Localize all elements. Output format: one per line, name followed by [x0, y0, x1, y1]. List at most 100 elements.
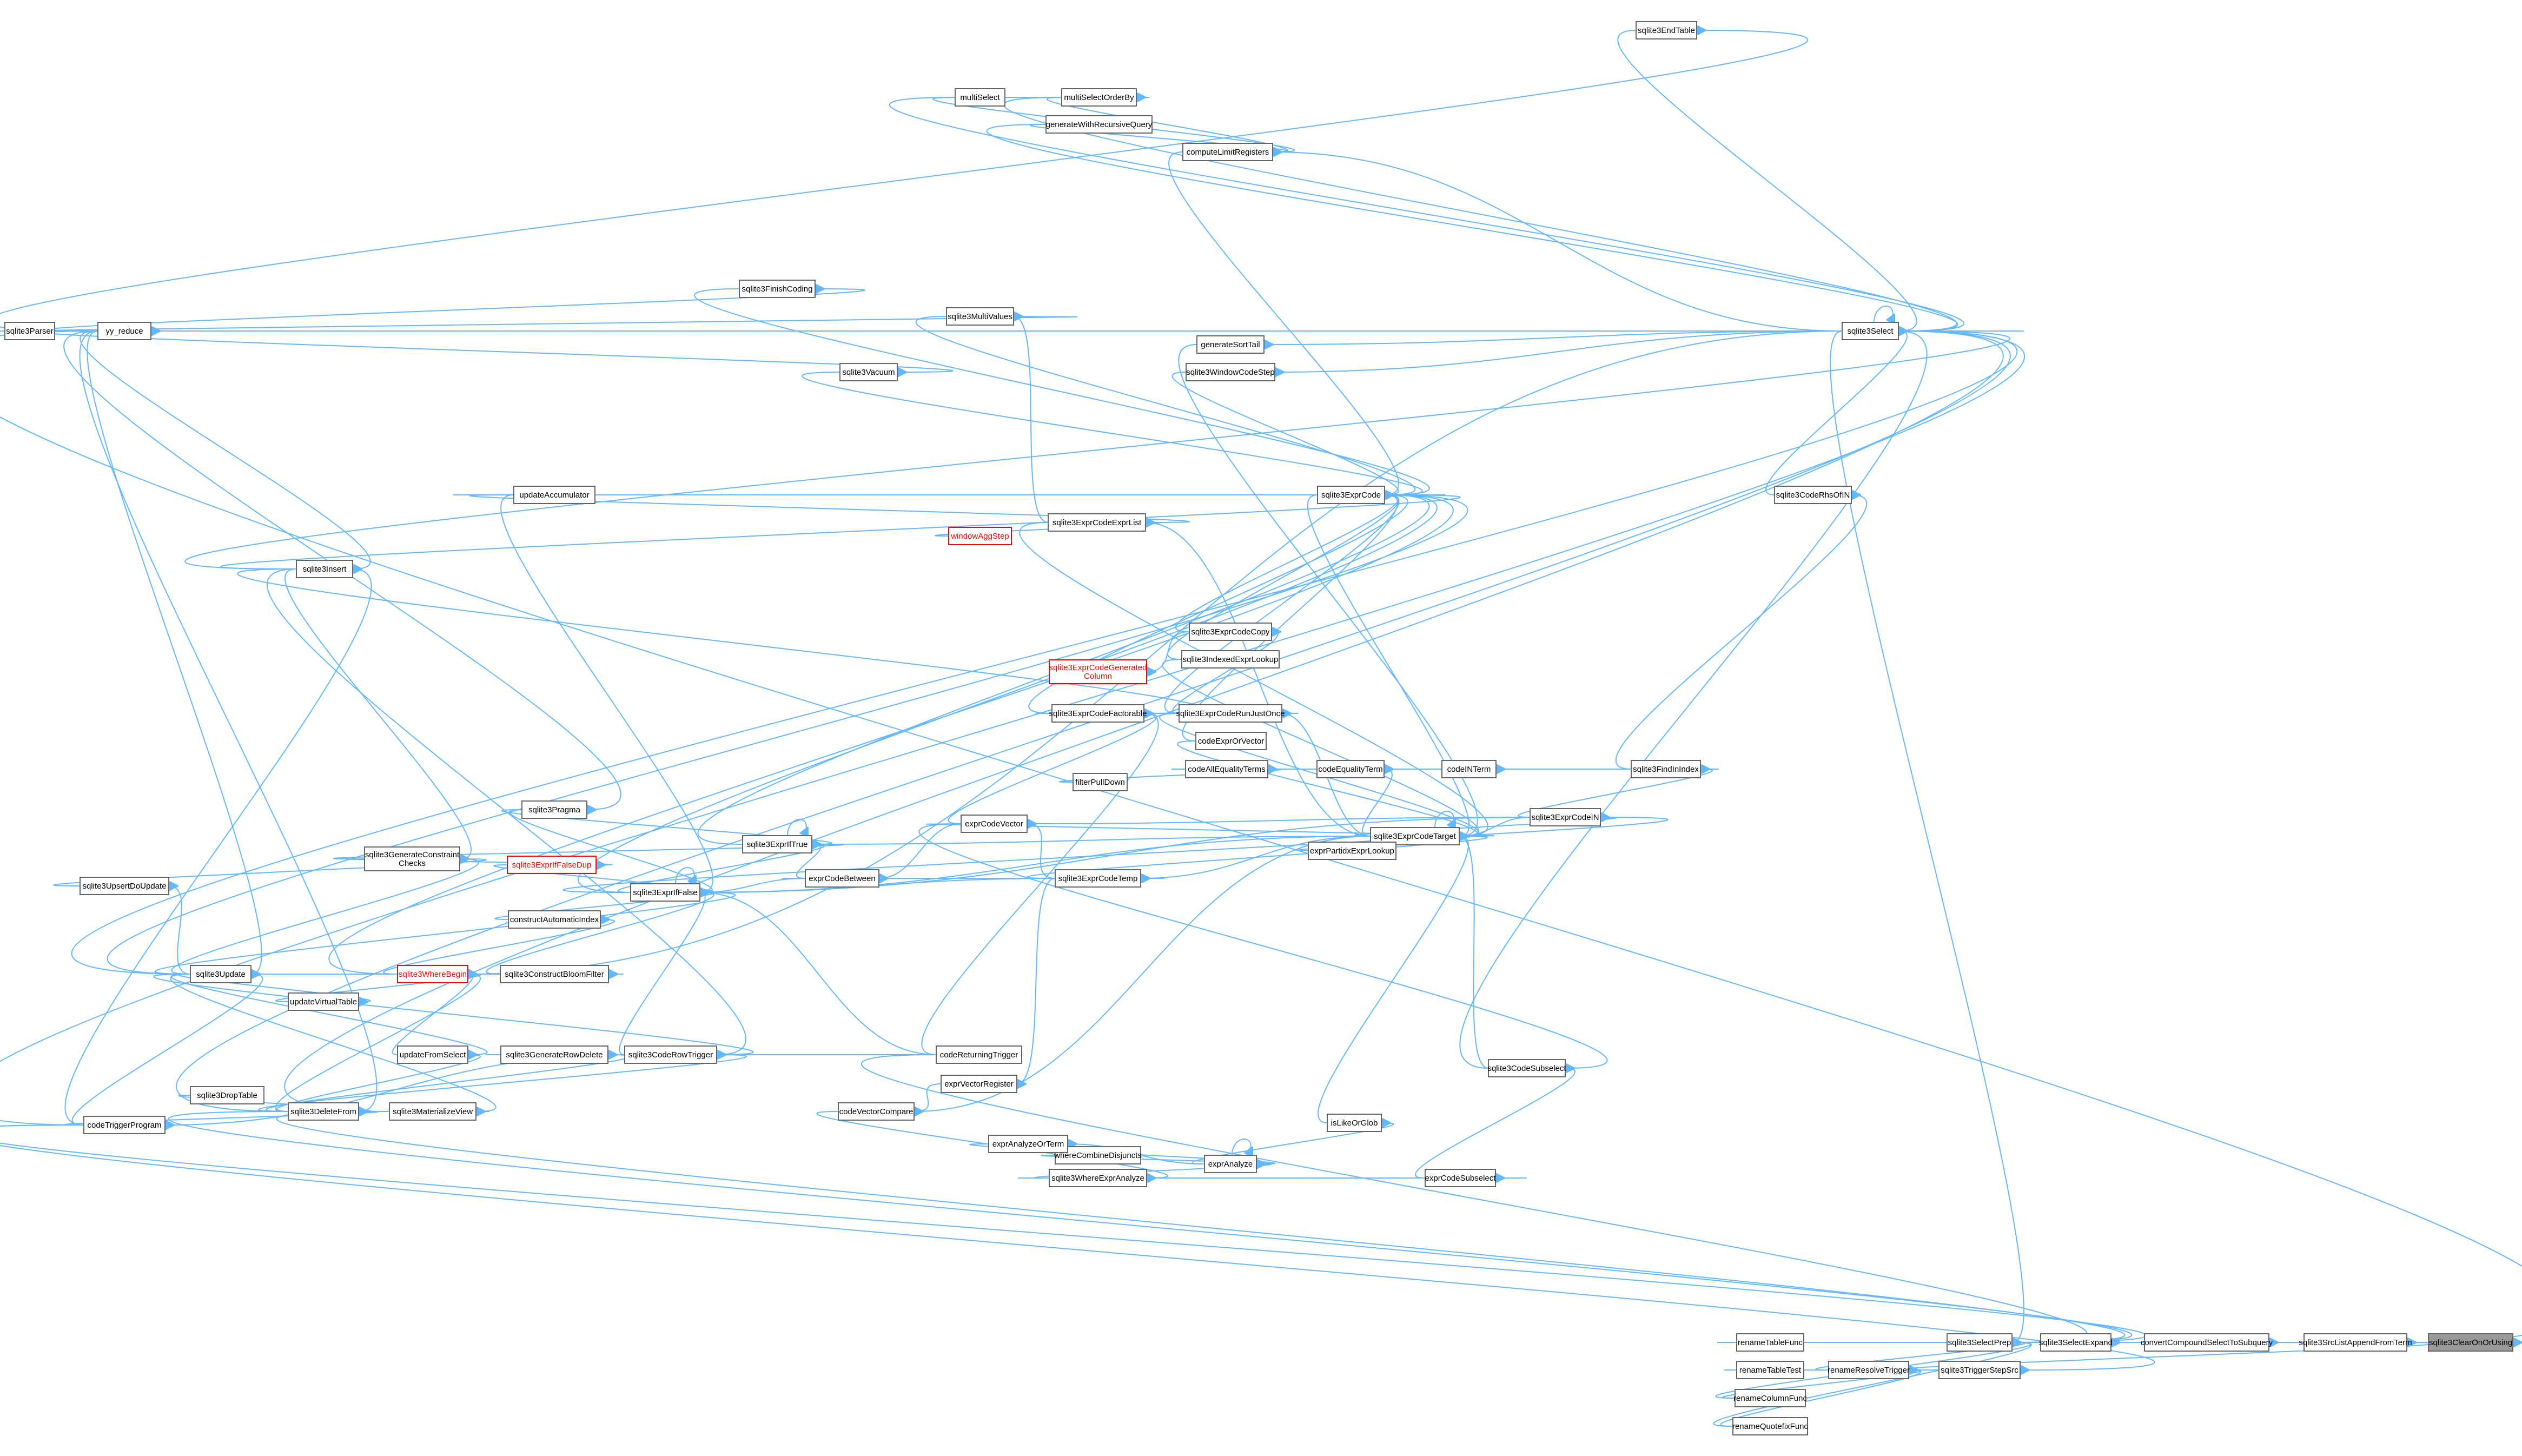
edge-exprCodeIN-to-exprIfFalse: [700, 817, 1531, 892]
node-computeLimitRegisters[interactable]: computeLimitRegisters: [1182, 143, 1273, 161]
node-label: sqlite3ExprCodeExprList: [1053, 518, 1142, 527]
node-renameTableFunc[interactable]: renameTableFunc: [1736, 1333, 1804, 1352]
node-exprCodeBetween[interactable]: exprCodeBetween: [805, 869, 879, 888]
node-box: [961, 815, 1028, 833]
node-exprCodeExprList[interactable]: sqlite3ExprCodeExprList: [1048, 513, 1146, 532]
node-renameQuotefixFunc[interactable]: renameQuotefixFunc: [1732, 1417, 1809, 1435]
node-windowCodeStep[interactable]: sqlite3WindowCodeStep: [1186, 363, 1275, 381]
edge-exprCodeTemp-to-exprVectorRegister: [1016, 878, 1056, 1084]
node-exprIfFalse[interactable]: sqlite3ExprIfFalse: [630, 883, 700, 902]
node-generateWithRecursiveQuery[interactable]: generateWithRecursiveQuery: [1045, 115, 1153, 134]
node-label: sqlite3Select: [1847, 327, 1894, 336]
node-constructBloomFilter[interactable]: sqlite3ConstructBloomFilter: [500, 965, 609, 983]
edge-exprVectorRegister-to-codeVectorCompare: [914, 1083, 942, 1111]
node-filterPullDown[interactable]: filterPullDown: [1073, 773, 1128, 791]
edge-exprCodeTarget-to-exprCodeIN: [1354, 817, 1617, 837]
node-selectPrep[interactable]: sqlite3SelectPrep: [1947, 1333, 2013, 1352]
node-whereBegin[interactable]: sqlite3WhereBegin: [397, 965, 468, 983]
node-pragma[interactable]: sqlite3Pragma: [521, 800, 587, 819]
node-box: [936, 1045, 1022, 1064]
node-box: [1308, 842, 1396, 860]
node-dropTable[interactable]: sqlite3DropTable: [190, 1086, 264, 1104]
node-exprCodeVector[interactable]: exprCodeVector: [961, 815, 1028, 833]
node-label: renameResolveTrigger: [1828, 1366, 1910, 1375]
node-exprPartidxExprLookup[interactable]: exprPartidxExprLookup: [1308, 842, 1396, 860]
node-updateFromSelect[interactable]: updateFromSelect: [397, 1045, 468, 1064]
node-codeAllEqualityTerms[interactable]: codeAllEqualityTerms: [1185, 760, 1268, 778]
edge-renameQuotefixFunc-to-selectPrep: [1713, 1342, 2032, 1427]
node-exprVectorRegister[interactable]: exprVectorRegister: [941, 1075, 1017, 1093]
node-whereCombineDisjuncts[interactable]: whereCombineDisjuncts: [1054, 1146, 1142, 1164]
node-yyReduce[interactable]: yy_reduce: [97, 322, 151, 340]
node-insert[interactable]: sqlite3Insert: [296, 560, 353, 578]
node-codeRowTrigger[interactable]: sqlite3CodeRowTrigger: [624, 1045, 717, 1064]
node-label: windowAggStep: [950, 532, 1009, 541]
edge-update-to-select: [71, 331, 2018, 975]
node-exprAnalyzeOrTerm[interactable]: exprAnalyzeOrTerm: [988, 1135, 1068, 1153]
node-exprCodeRunJustOnce[interactable]: sqlite3ExprCodeRunJustOnce: [1176, 704, 1285, 723]
node-codeRhsOfIN[interactable]: sqlite3CodeRhsOfIN: [1774, 486, 1852, 504]
node-box: [1774, 486, 1852, 504]
edge-yyReduce-to-endTable: [0, 30, 1809, 332]
node-triggerStepSrc[interactable]: sqlite3TriggerStepSrc: [1938, 1361, 2021, 1379]
node-generateSortTail[interactable]: generateSortTail: [1196, 335, 1265, 354]
node-windowAggStep[interactable]: windowAggStep: [948, 527, 1012, 545]
node-exprAnalyze[interactable]: exprAnalyze: [1204, 1155, 1257, 1173]
node-selectExpand[interactable]: sqlite3SelectExpand: [2039, 1333, 2113, 1352]
node-exprCode[interactable]: sqlite3ExprCode: [1317, 486, 1385, 504]
node-convertCompound[interactable]: convertCompoundSelectToSubquery: [2141, 1333, 2273, 1352]
node-isLikeOrGlob[interactable]: isLikeOrGlob: [1327, 1114, 1382, 1132]
edge-update-to-materializeView: [170, 974, 497, 1111]
node-materializeView[interactable]: sqlite3MaterializeView: [389, 1102, 476, 1121]
node-vacuum[interactable]: sqlite3Vacuum: [839, 363, 898, 381]
node-updateAccumulator[interactable]: updateAccumulator: [513, 486, 595, 504]
node-codeEqualityTerm[interactable]: codeEqualityTerm: [1316, 760, 1385, 778]
node-multiSelectOrderBy[interactable]: multiSelectOrderBy: [1061, 88, 1137, 107]
node-upsertDoUpdate[interactable]: sqlite3UpsertDoUpdate: [80, 877, 169, 895]
node-deleteFrom[interactable]: sqlite3DeleteFrom: [288, 1102, 359, 1121]
node-updateVirtualTable[interactable]: updateVirtualTable: [288, 992, 359, 1011]
node-renameTableTest[interactable]: renameTableTest: [1736, 1361, 1804, 1379]
node-exprCodeIN[interactable]: sqlite3ExprCodeIN: [1530, 808, 1601, 826]
node-exprCodeTemp[interactable]: sqlite3ExprCodeTemp: [1055, 869, 1141, 888]
node-codeTriggerProgram[interactable]: codeTriggerProgram: [83, 1116, 166, 1134]
node-exprIfFalseDup[interactable]: sqlite3ExprIfFalseDup: [507, 856, 597, 874]
node-label: sqlite3ExprIfFalse: [633, 888, 697, 897]
node-parser[interactable]: sqlite3Parser: [4, 322, 55, 340]
node-multiSelect[interactable]: multiSelect: [955, 88, 1005, 107]
node-codeExprOrVector[interactable]: codeExprOrVector: [1195, 732, 1267, 750]
edge-windowCodeStep-to-exprCode: [1171, 372, 1399, 495]
node-multiValues[interactable]: sqlite3MultiValues: [946, 307, 1014, 326]
node-whereExprAnalyze[interactable]: sqlite3WhereExprAnalyze: [1049, 1169, 1147, 1187]
edge-deleteFrom-to-codeRowTrigger: [258, 1055, 747, 1112]
node-renameResolveTrigger[interactable]: renameResolveTrigger: [1828, 1361, 1910, 1379]
node-codeINTerm[interactable]: codeINTerm: [1441, 760, 1497, 778]
node-findInIndex[interactable]: sqlite3FindInIndex: [1631, 760, 1701, 778]
node-clearOnOrUsing[interactable]: sqlite3ClearOnOrUsing: [2428, 1333, 2513, 1352]
node-codeReturningTrigger[interactable]: codeReturningTrigger: [936, 1045, 1022, 1064]
node-constructAutomaticIndex[interactable]: constructAutomaticIndex: [508, 910, 601, 929]
node-label: sqlite3EndTable: [1638, 26, 1695, 35]
node-finishCoding[interactable]: sqlite3FinishCoding: [739, 280, 816, 298]
edge-exprCodeTemp-to-exprCodeVector: [1027, 824, 1056, 879]
node-exprIfTrue[interactable]: sqlite3ExprIfTrue: [742, 835, 812, 853]
edge-exprAnalyze-to-exprAnalyze: [1232, 1139, 1251, 1155]
node-codeVectorCompare[interactable]: codeVectorCompare: [838, 1102, 915, 1121]
node-box: [1441, 760, 1497, 778]
node-generateRowDelete[interactable]: sqlite3GenerateRowDelete: [500, 1045, 608, 1064]
node-update[interactable]: sqlite3Update: [190, 965, 251, 983]
node-exprCodeCopy[interactable]: sqlite3ExprCodeCopy: [1189, 623, 1272, 641]
node-renameColumnFunc[interactable]: renameColumnFunc: [1733, 1389, 1807, 1407]
edge-exprCodeTarget-to-codeVectorCompare: [914, 836, 1371, 1111]
edge-update-to-codeRowTrigger: [153, 974, 754, 1055]
node-indexedExprLookup[interactable]: sqlite3IndexedExprLookup: [1181, 650, 1280, 669]
node-select[interactable]: sqlite3Select: [1842, 322, 1899, 340]
node-codeSubselect[interactable]: sqlite3CodeSubselect: [1487, 1059, 1566, 1077]
node-endTable[interactable]: sqlite3EndTable: [1636, 21, 1697, 39]
node-srcListAppendFromTerm[interactable]: sqlite3SrcListAppendFromTerm: [2299, 1333, 2412, 1352]
node-exprCodeSubselect[interactable]: exprCodeSubselect: [1425, 1169, 1497, 1187]
node-exprCodeFactorable[interactable]: sqlite3ExprCodeFactorable: [1049, 704, 1147, 723]
